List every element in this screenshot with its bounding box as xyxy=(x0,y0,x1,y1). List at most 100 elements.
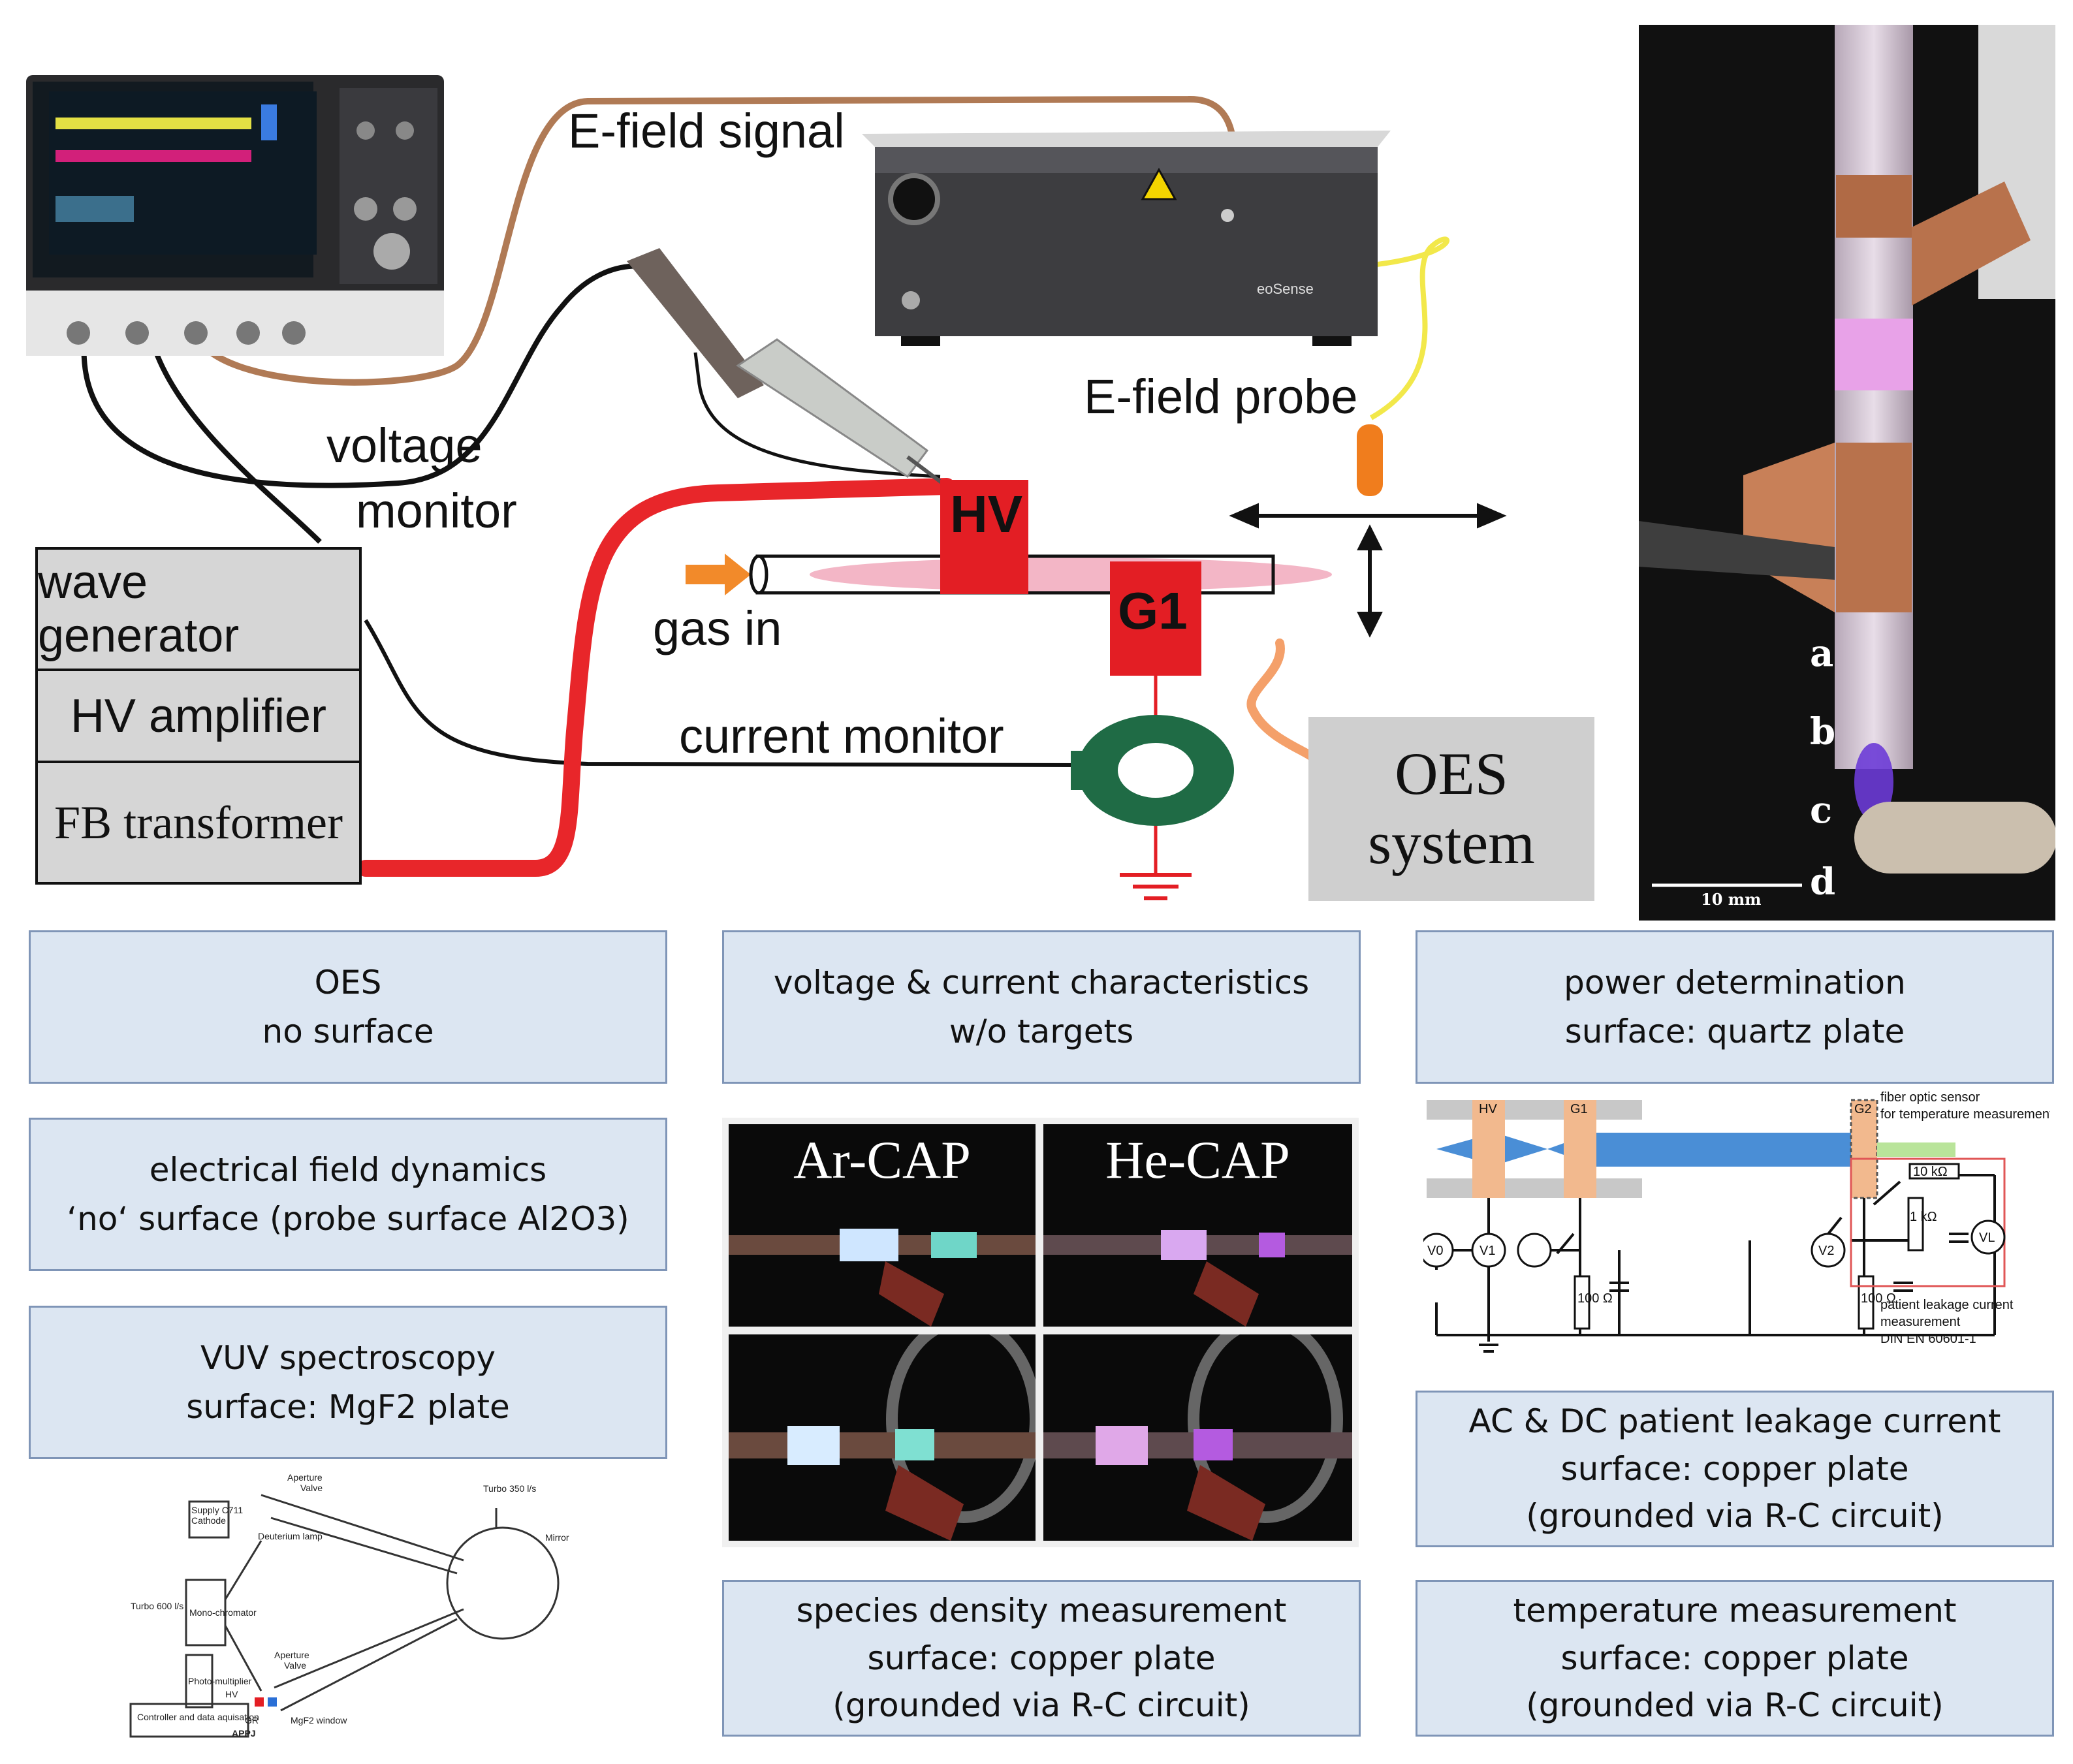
ar-cap-bottom-art xyxy=(729,1334,1036,1541)
vuv-label-appj: APPJ xyxy=(232,1728,256,1739)
photo-label-c: c xyxy=(1810,789,1833,832)
voltage-monitor-label-2: monitor xyxy=(356,484,517,538)
wave-generator-box: wave generator xyxy=(35,547,362,671)
ar-cap-top-art xyxy=(729,1229,1036,1327)
oes-system-box: OES system xyxy=(1308,717,1594,901)
voltage-monitor-cable xyxy=(81,263,654,488)
he-cap-bottom-art xyxy=(1043,1334,1352,1541)
vuv-label-turbo-350: Turbo 350 l/s xyxy=(483,1483,536,1494)
vuv-label-monochromator: Mono-chromator xyxy=(189,1607,257,1618)
oes-method-box: OES no surface xyxy=(29,930,667,1084)
efield-signal-label: E-field signal xyxy=(568,104,845,158)
vuv-label-aperture-2: Aperture xyxy=(274,1650,309,1660)
plasma-jet-photo-art xyxy=(1639,25,2055,921)
hv-electrode xyxy=(940,480,1028,594)
vi-method-surface: w/o targets xyxy=(949,1012,1134,1050)
circuit-label-vl: VL xyxy=(1979,1231,1995,1245)
circuit-label-v1: V1 xyxy=(1480,1244,1495,1258)
hv-electrode-label: HV xyxy=(950,485,1023,543)
circuit-label-sensor-2: for temperature measurement xyxy=(1880,1107,2050,1122)
vuv-label-deuterium: Deuterium lamp xyxy=(258,1531,323,1541)
vuv-label-supply: Supply C711 xyxy=(191,1505,243,1515)
vuv-schematic-drawing: Aperture Valve Supply C711 Cathode Deute… xyxy=(129,1472,569,1739)
circuit-label-hv: HV xyxy=(1479,1102,1497,1116)
plasma-plume xyxy=(810,558,1332,591)
vuv-label-aperture-1: Aperture xyxy=(287,1472,323,1483)
setup-drawing: eoSense xyxy=(26,75,1507,900)
leakage-method-surface: surface: copper plate xyxy=(1560,1449,1909,1488)
fb-transformer-label: FB transformer xyxy=(54,796,343,849)
he-cap-title: He-CAP xyxy=(1105,1130,1290,1189)
circuit-label-1k: 1 kΩ xyxy=(1910,1210,1937,1224)
vi-method-title: voltage & current characteristics xyxy=(773,963,1310,1001)
power-method-surface: surface: quartz plate xyxy=(1564,1012,1905,1050)
vuv-method-title: VUV spectroscopy xyxy=(200,1338,496,1377)
leakage-method-grounding: (grounded via R-C circuit) xyxy=(1526,1497,1944,1536)
current-monitor-cable xyxy=(364,619,1084,767)
circuit-label-leak-3: DIN EN 60601-1 xyxy=(1880,1332,1976,1346)
ar-cap-title: Ar-CAP xyxy=(793,1130,971,1189)
vi-method-box: voltage & current characteristics w/o ta… xyxy=(722,930,1361,1084)
gas-in-arrow xyxy=(686,554,751,595)
species-method-title: species density measurement xyxy=(796,1592,1287,1630)
ar-cap-photo-top: Ar-CAP xyxy=(729,1124,1036,1327)
circuit-label-v2: V2 xyxy=(1818,1244,1834,1258)
vuv-label-photomultiplier: Photo-multiplier xyxy=(188,1676,252,1686)
efield-probe-tip xyxy=(1357,424,1383,496)
vuv-label-gr: GR xyxy=(245,1715,259,1725)
hv-cable xyxy=(357,478,955,877)
hv-amplifier-label: HV amplifier xyxy=(70,689,327,742)
efield-method-title: electrical field dynamics xyxy=(149,1150,547,1189)
hv-probe xyxy=(627,248,948,488)
oes-method-surface: no surface xyxy=(262,1012,434,1050)
vuv-label-controller: Controller and data aquisation xyxy=(137,1712,259,1722)
wave-generator-label: wave generator xyxy=(38,556,240,662)
circuit-label-100a: 100 Ω xyxy=(1577,1291,1613,1306)
circuit-label-sensor-1: fiber optic sensor xyxy=(1880,1090,1980,1105)
circuit-label-10k: 10 kΩ xyxy=(1913,1165,1948,1179)
circuit-drawing: HV G1 G2 fiber optic sensor for temperat… xyxy=(1419,1090,2053,1353)
photo-label-b: b xyxy=(1810,710,1836,753)
circuit-label-g2: G2 xyxy=(1854,1102,1872,1116)
leakage-method-box: AC & DC patient leakage current surface:… xyxy=(1416,1391,2054,1547)
current-clamp xyxy=(1071,715,1234,826)
gas-in-label: gas in xyxy=(653,601,782,655)
efield-signal-cable xyxy=(193,95,1237,386)
leakage-method-title: AC & DC patient leakage current xyxy=(1468,1402,2001,1441)
experimental-setup: eoSense xyxy=(0,0,1619,914)
current-monitor-label: current monitor xyxy=(679,709,1004,763)
vuv-method-box: VUV spectroscopy surface: MgF2 plate xyxy=(29,1306,667,1459)
oes-fiber xyxy=(1246,638,1317,762)
efield-device-brand: eoSense xyxy=(1257,281,1314,297)
he-cap-top-art xyxy=(1043,1230,1352,1327)
power-method-box: power determination surface: quartz plat… xyxy=(1416,930,2054,1084)
circuit-label-100b: 100 Ω xyxy=(1861,1291,1896,1306)
he-cap-photo-top: He-CAP xyxy=(1043,1124,1352,1327)
g1-electrode xyxy=(1110,561,1201,676)
circuit-diagram: HV G1 G2 fiber optic sensor for temperat… xyxy=(1419,1087,2053,1364)
vuv-label-hv: HV xyxy=(225,1689,238,1699)
vuv-schematic: Aperture Valve Supply C711 Cathode Deute… xyxy=(124,1469,607,1743)
ar-cap-photo-bottom xyxy=(729,1334,1036,1541)
circuit-label-leak-1: patient leakage current xyxy=(1880,1298,2014,1312)
vuv-label-mgf2: MgF2 window xyxy=(291,1715,347,1725)
circuit-label-g1: G1 xyxy=(1570,1102,1588,1116)
species-method-grounding: (grounded via R-C circuit) xyxy=(832,1686,1250,1725)
hv-amplifier-box: HV amplifier xyxy=(35,669,362,763)
species-method-surface: surface: copper plate xyxy=(867,1639,1216,1677)
temperature-method-surface: surface: copper plate xyxy=(1560,1639,1909,1677)
vuv-label-valve-2: Valve xyxy=(284,1660,306,1671)
photo-label-d: d xyxy=(1810,860,1836,904)
vuv-label-turbo-600: Turbo 600 l/s xyxy=(131,1601,183,1611)
he-cap-photo-bottom xyxy=(1043,1334,1352,1541)
voltage-monitor-label-1: voltage xyxy=(326,418,483,473)
temperature-method-grounding: (grounded via R-C circuit) xyxy=(1526,1686,1944,1725)
oscilloscope xyxy=(26,75,444,356)
oes-system-label-2: system xyxy=(1368,810,1535,876)
temperature-method-box: temperature measurement surface: copper … xyxy=(1416,1580,2054,1737)
vuv-label-cathode: Cathode xyxy=(191,1515,226,1526)
efield-method-box: electrical field dynamics ‘no‘ surface (… xyxy=(29,1118,667,1271)
species-method-box: species density measurement surface: cop… xyxy=(722,1580,1361,1737)
vuv-label-valve-1: Valve xyxy=(300,1483,323,1493)
power-method-title: power determination xyxy=(1564,963,1906,1001)
